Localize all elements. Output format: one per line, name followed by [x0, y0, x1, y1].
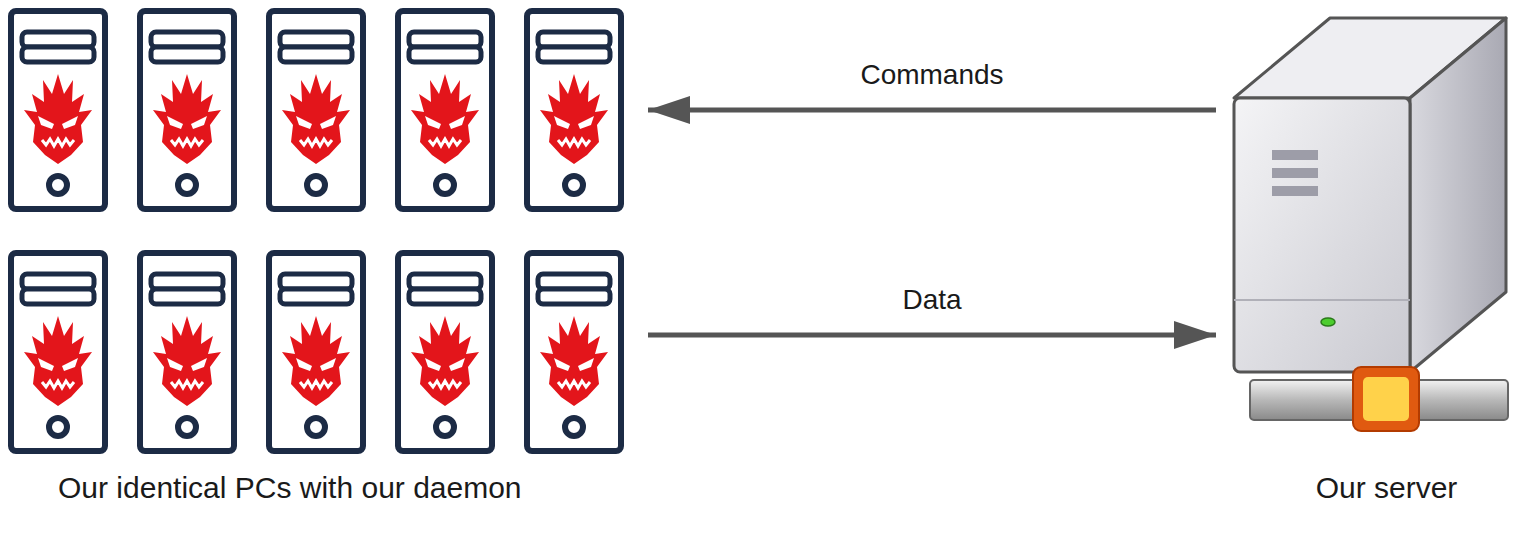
node-caption: Our server [1250, 470, 1515, 506]
pc-group: Our identical PCs with our daemon [6, 4, 638, 506]
node-caption: Our identical PCs with our daemon [58, 470, 638, 506]
arrow-connector [648, 333, 1216, 338]
edge-label: Commands [856, 58, 1007, 92]
pc-towers [11, 11, 621, 451]
server-node: Our server [1226, 4, 1515, 506]
arrow-connector [648, 108, 1216, 113]
server-icon [1234, 18, 1508, 431]
edge-label: Data [898, 283, 965, 317]
